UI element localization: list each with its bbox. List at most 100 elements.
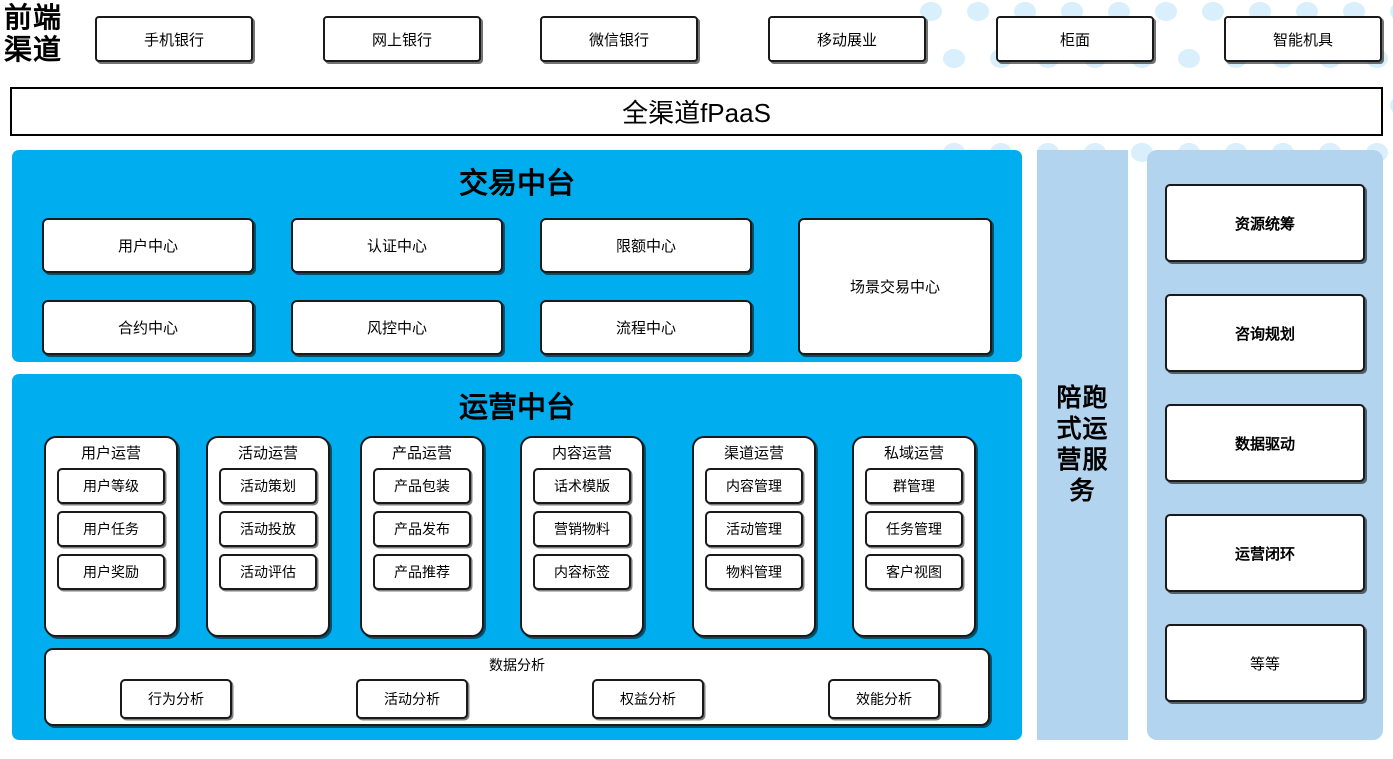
ops-feature-label: 活动投放 [240, 521, 296, 537]
ops-feature-box[interactable]: 营销物料 [533, 511, 631, 547]
channel-box-label: 网上银行 [371, 31, 432, 49]
trade-center-box-label: 限额中心 [615, 238, 676, 255]
ops-feature-label: 用户奖励 [83, 564, 139, 580]
ops-category-column: 私域运营群管理任务管理客户视图 [852, 436, 976, 637]
ops-feature-label: 活动评估 [240, 564, 296, 580]
trade-center-box-label: 合约中心 [117, 320, 178, 337]
ops-category-title: 产品运营 [391, 445, 452, 462]
front-end-channel-row: 前端 渠道 手机银行 网上银行 微信银行 移动展业 柜面 智能机具 [0, 0, 1393, 80]
data-analysis-strip: 数据分析 行为分析 活动分析 权益分析 效能分析 [44, 648, 990, 726]
analysis-box-label: 行为分析 [148, 691, 204, 707]
capability-box[interactable]: 运营闭环 [1165, 514, 1365, 592]
capability-box-label: 数据驱动 [1234, 435, 1295, 453]
ops-feature-label: 活动策划 [240, 478, 296, 494]
ops-category-column: 产品运营产品包装产品发布产品推荐 [360, 436, 484, 637]
ops-feature-box[interactable]: 内容管理 [705, 468, 803, 504]
ops-feature-box[interactable]: 用户等级 [57, 468, 165, 504]
channel-box[interactable]: 网上银行 [323, 16, 481, 62]
analysis-box-label: 活动分析 [384, 691, 440, 707]
ops-feature-label: 群管理 [893, 478, 935, 494]
ops-feature-label: 产品包装 [394, 478, 450, 494]
analysis-box[interactable]: 行为分析 [120, 679, 232, 719]
ops-feature-box[interactable]: 活动策划 [219, 468, 317, 504]
channel-label-line-2: 渠道 [4, 35, 63, 66]
channel-box-label: 微信银行 [588, 31, 649, 49]
ops-feature-label: 产品推荐 [394, 564, 450, 580]
trade-center-box-label: 场景交易中心 [849, 279, 940, 296]
ops-category-title: 渠道运营 [723, 445, 784, 462]
ops-feature-box[interactable]: 活动管理 [705, 511, 803, 547]
ops-feature-label: 物料管理 [726, 564, 782, 580]
operations-middle-platform-panel: 运营中台 用户运营用户等级用户任务用户奖励活动运营活动策划活动投放活动评估产品运… [12, 374, 1022, 740]
trade-center-box[interactable]: 流程中心 [540, 300, 752, 355]
capability-box-label: 等等 [1249, 655, 1280, 673]
trade-middle-platform-panel: 交易中台 用户中心 认证中心 限额中心场景交易中心合约中心 风控中心 流程中心 [12, 150, 1022, 362]
channel-box-label: 智能机具 [1272, 31, 1333, 49]
channel-box-label: 柜面 [1059, 31, 1090, 49]
trade-center-box[interactable]: 合约中心 [42, 300, 254, 355]
channel-box[interactable]: 移动展业 [768, 16, 926, 62]
ops-feature-box[interactable]: 产品包装 [373, 468, 471, 504]
ops-feature-box[interactable]: 活动投放 [219, 511, 317, 547]
capability-box[interactable]: 资源统筹 [1165, 184, 1365, 262]
ops-category-title: 私域运营 [883, 445, 944, 462]
capability-box-label: 咨询规划 [1234, 325, 1295, 343]
omnichannel-fpaas-bar[interactable]: 全渠道fPaaS [10, 87, 1383, 136]
ops-category-column: 活动运营活动策划活动投放活动评估 [206, 436, 330, 637]
ops-feature-label: 话术模版 [554, 478, 610, 494]
ops-feature-label: 内容管理 [726, 478, 782, 494]
ops-feature-box[interactable]: 话术模版 [533, 468, 631, 504]
trade-center-box[interactable]: 限额中心 [540, 218, 752, 273]
analysis-box-label: 权益分析 [620, 691, 676, 707]
operations-platform-title: 运营中台 [458, 392, 575, 424]
data-analysis-title: 数据分析 [489, 657, 545, 673]
ops-feature-box[interactable]: 物料管理 [705, 554, 803, 590]
channel-label-line-1: 前端 [4, 3, 63, 34]
ops-feature-box[interactable]: 用户任务 [57, 511, 165, 547]
ops-feature-box[interactable]: 群管理 [865, 468, 963, 504]
ops-category-column: 渠道运营内容管理活动管理物料管理 [692, 436, 816, 637]
channel-box[interactable]: 柜面 [996, 16, 1154, 62]
ops-feature-label: 用户等级 [83, 478, 139, 494]
analysis-box[interactable]: 活动分析 [356, 679, 468, 719]
ops-feature-label: 内容标签 [554, 564, 610, 580]
trade-center-box[interactable]: 风控中心 [291, 300, 503, 355]
analysis-box[interactable]: 效能分析 [828, 679, 940, 719]
capability-box[interactable]: 等等 [1165, 624, 1365, 702]
ops-feature-box[interactable]: 活动评估 [219, 554, 317, 590]
ops-feature-label: 产品发布 [394, 521, 450, 537]
channel-box[interactable]: 手机银行 [95, 16, 253, 62]
analysis-box-label: 效能分析 [856, 691, 912, 707]
trade-center-box-label: 认证中心 [366, 238, 427, 255]
trade-center-box-label: 流程中心 [615, 320, 676, 337]
trade-platform-title: 交易中台 [458, 168, 575, 200]
trade-center-box-label: 风控中心 [366, 320, 427, 337]
capability-box[interactable]: 数据驱动 [1165, 404, 1365, 482]
ops-feature-box[interactable]: 用户奖励 [57, 554, 165, 590]
ops-feature-box[interactable]: 内容标签 [533, 554, 631, 590]
ops-feature-label: 客户视图 [886, 564, 942, 580]
ops-feature-box[interactable]: 产品推荐 [373, 554, 471, 590]
accompany-operation-service-column: 陪跑式运营服务 [1037, 150, 1128, 740]
capability-panel: 资源统筹咨询规划数据驱动运营闭环等等 [1147, 150, 1383, 740]
trade-center-box[interactable]: 认证中心 [291, 218, 503, 273]
ops-category-title: 用户运营 [80, 445, 141, 462]
ops-feature-box[interactable]: 客户视图 [865, 554, 963, 590]
analysis-box[interactable]: 权益分析 [592, 679, 704, 719]
capability-box-label: 资源统筹 [1234, 215, 1295, 233]
accompany-operation-service-label: 陪跑式运营服务 [1056, 384, 1109, 505]
trade-center-box[interactable]: 场景交易中心 [798, 218, 992, 355]
channel-box[interactable]: 智能机具 [1224, 16, 1382, 62]
ops-feature-box[interactable]: 任务管理 [865, 511, 963, 547]
capability-box-label: 运营闭环 [1234, 545, 1295, 563]
ops-category-title: 活动运营 [237, 445, 298, 462]
channel-box-label: 移动展业 [816, 31, 877, 49]
ops-feature-label: 营销物料 [554, 521, 610, 537]
ops-category-title: 内容运营 [551, 445, 612, 462]
channel-box[interactable]: 微信银行 [540, 16, 698, 62]
trade-center-box[interactable]: 用户中心 [42, 218, 254, 273]
capability-box[interactable]: 咨询规划 [1165, 294, 1365, 372]
channel-box-label: 手机银行 [143, 31, 204, 49]
front-end-channel-label: 前端 渠道 [4, 3, 82, 67]
ops-feature-box[interactable]: 产品发布 [373, 511, 471, 547]
